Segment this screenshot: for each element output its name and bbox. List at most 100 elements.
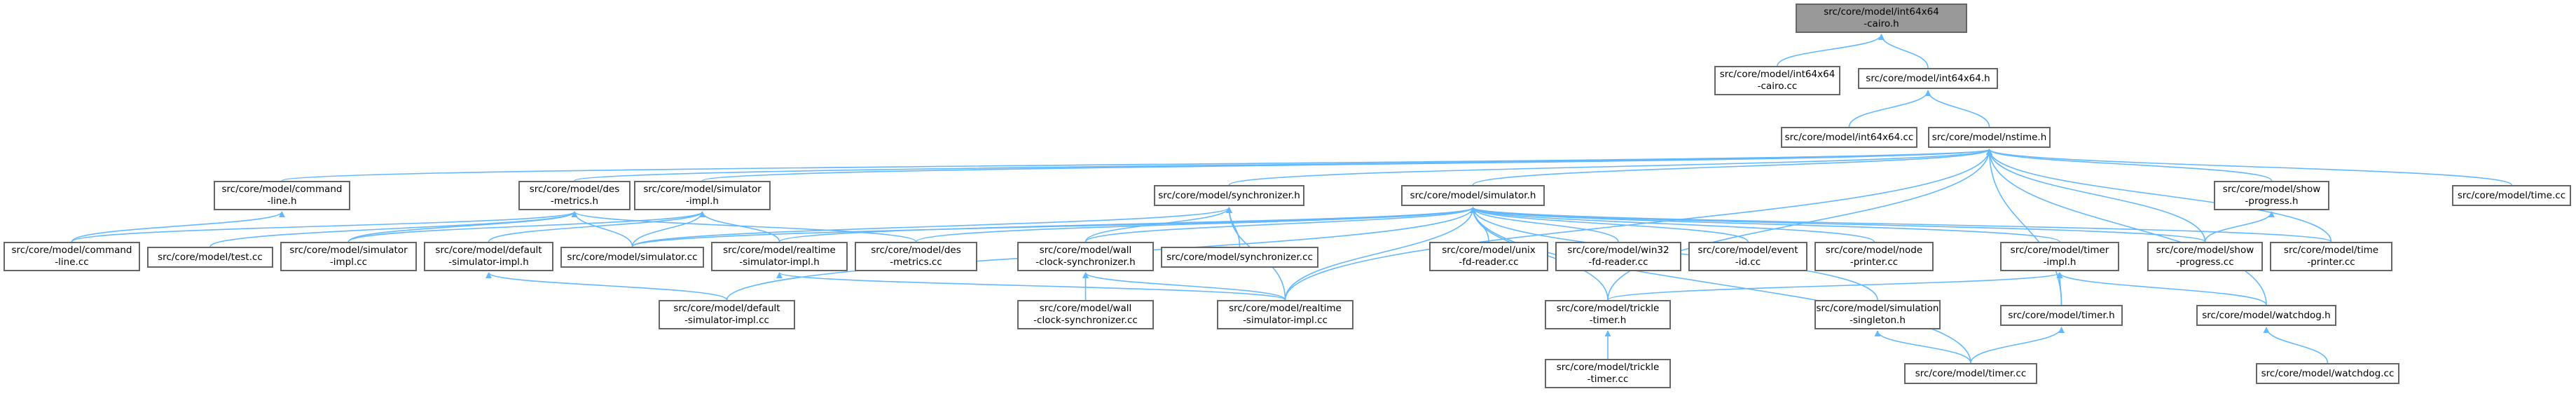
graph-node[interactable]: src/core/model/simulator-impl.h xyxy=(634,181,771,210)
node-label: src/core/model/simulator.h xyxy=(1410,189,1536,201)
node-label: src/core/model/trickle xyxy=(1556,303,1660,314)
graph-edge xyxy=(1472,149,1992,186)
graph-node[interactable]: src/core/model/wall-clock-synchronizer.h xyxy=(1017,242,1154,271)
node-label: src/core/model/show xyxy=(2222,184,2321,195)
graph-edge xyxy=(1470,207,1619,243)
graph-node[interactable]: src/core/model/timer.h xyxy=(2000,305,2123,326)
graph-edge xyxy=(631,207,1232,247)
graph-node[interactable]: src/core/model/unix-fd-reader.cc xyxy=(1429,242,1548,271)
node-label: -impl.h xyxy=(686,196,719,207)
graph-node[interactable]: src/core/model/des-metrics.h xyxy=(518,181,631,210)
graph-node[interactable]: src/core/model/simulator-impl.cc xyxy=(280,242,417,271)
node-label: src/core/model/wall xyxy=(1039,245,1132,256)
graph-node[interactable]: src/core/model/event-id.cc xyxy=(1688,242,1807,271)
graph-node[interactable]: src/core/model/watchdog.h xyxy=(2196,305,2336,326)
graph-node[interactable]: src/core/model/trickle-timer.cc xyxy=(1545,359,1671,388)
node-label: src/core/model/node xyxy=(1825,245,1923,256)
graph-node[interactable]: src/core/model/default-simulator-impl.h xyxy=(424,242,553,271)
graph-edge xyxy=(1470,207,2206,243)
graph-node[interactable]: src/core/model/realtime-simulator-impl.h xyxy=(711,242,848,271)
graph-node[interactable]: src/core/model/int64x64.h xyxy=(1858,68,1998,89)
node-label: src/core/model/realtime xyxy=(723,245,836,256)
node-label: src/core/model/show xyxy=(2156,245,2254,256)
graph-edge xyxy=(1084,207,1476,243)
node-label: src/core/model/unix xyxy=(1442,245,1536,256)
node-label: src/core/model/realtime xyxy=(1229,303,1342,314)
graph-edge xyxy=(1986,149,2267,306)
graph-edge xyxy=(1284,149,1992,301)
node-label: -clock-synchronizer.h xyxy=(1035,257,1136,268)
node-label: src/core/model/time.cc xyxy=(2457,189,2566,201)
graph-edge xyxy=(1470,207,1875,243)
graph-edge xyxy=(1228,149,1992,186)
node-label: -singleton.h xyxy=(1850,315,1906,326)
graph-edge xyxy=(1607,272,2063,301)
graph-node[interactable]: src/core/model/int64x64-cairo.cc xyxy=(1714,66,1840,95)
node-label: -progress.h xyxy=(2245,196,2299,207)
graph-node[interactable]: src/core/model/trickle-timer.h xyxy=(1545,300,1671,329)
graph-edge xyxy=(776,272,1286,301)
node-label: -id.cc xyxy=(1735,257,1761,268)
graph-node[interactable]: src/core/model/watchdog.cc xyxy=(2256,363,2399,384)
node-label: src/core/model/timer xyxy=(2010,245,2109,256)
graph-node[interactable]: src/core/model/show-progress.h xyxy=(2214,181,2329,210)
node-label: src/core/model/int64x64.cc xyxy=(1784,131,1914,143)
node-label: -simulator-impl.h xyxy=(739,257,820,268)
graph-edge xyxy=(347,211,705,243)
graph-node[interactable]: src/core/model/timer-impl.h xyxy=(2000,242,2119,271)
graph-node[interactable]: src/core/model/wall-clock-synchronizer.c… xyxy=(1017,300,1154,329)
node-label: src/core/model/wall xyxy=(1039,303,1132,314)
graph-node[interactable]: src/core/model/node-printer.cc xyxy=(1814,242,1934,271)
graph-node[interactable]: src/core/model/des-metrics.cc xyxy=(855,242,977,271)
graph-edge xyxy=(1284,207,1476,301)
graph-edge xyxy=(2263,327,2329,364)
graph-edge xyxy=(1874,330,1971,364)
node-label: src/core/model/default xyxy=(435,245,542,256)
graph-node[interactable]: src/core/model/simulation-singleton.h xyxy=(1814,300,1941,329)
node-label: -cairo.cc xyxy=(1757,81,1798,92)
node-label: -impl.cc xyxy=(329,257,368,268)
node-label: src/core/model/des xyxy=(871,245,961,256)
graph-node[interactable]: src/core/model/nstime.h xyxy=(1928,127,2051,148)
node-label: -line.cc xyxy=(55,257,89,268)
graph-edge xyxy=(1986,149,2512,186)
graph-edge xyxy=(1470,207,1971,364)
node-label: -printer.cc xyxy=(1850,257,1899,268)
graph-edge xyxy=(1470,207,2060,243)
graph-node[interactable]: src/core/model/command-line.cc xyxy=(4,242,140,271)
graph-node[interactable]: src/core/model/default-simulator-impl.cc xyxy=(659,300,795,329)
graph-node[interactable]: src/core/model/show-progress.cc xyxy=(2147,242,2263,271)
graph-node[interactable]: src/core/model/timer.cc xyxy=(1904,363,2037,384)
graph-node[interactable]: src/core/model/simulator.cc xyxy=(560,247,704,268)
node-label: src/core/model/timer.h xyxy=(2008,309,2115,321)
graph-edge xyxy=(71,211,285,243)
node-label: -simulator-impl.cc xyxy=(1243,315,1328,326)
node-label: src/core/model/int64x64.h xyxy=(1866,72,1990,84)
node-label: src/core/model/synchronizer.cc xyxy=(1166,251,1313,263)
node-label: -line.h xyxy=(267,196,297,207)
node-label: src/core/model/command xyxy=(221,184,343,195)
graph-node[interactable]: src/core/model/synchronizer.cc xyxy=(1161,247,1318,268)
graph-node[interactable]: src/core/model/time.cc xyxy=(2452,185,2571,206)
node-label: src/core/model/int64x64 xyxy=(1719,69,1835,80)
node-label: src/core/model/nstime.h xyxy=(1931,131,2047,143)
graph-node[interactable]: src/core/model/simulator.h xyxy=(1401,185,1545,206)
graph-node[interactable]: src/core/model/realtime-simulator-impl.c… xyxy=(1217,300,1354,329)
node-label: src/core/model/synchronizer.h xyxy=(1158,189,1300,201)
graph-node[interactable]: src/core/model/command-line.h xyxy=(214,181,350,210)
node-label: src/core/model/command xyxy=(11,245,132,256)
graph-edge xyxy=(1777,34,1885,67)
graph-edge xyxy=(701,149,1992,182)
node-label: src/core/model/test.cc xyxy=(158,251,263,263)
graph-node[interactable]: src/core/model/test.cc xyxy=(147,247,273,268)
graph-node[interactable]: src/core/model/win32-fd-reader.cc xyxy=(1555,242,1681,271)
graph-edge xyxy=(281,149,1992,182)
node-label: src/core/model/default xyxy=(673,303,780,314)
graph-node[interactable]: src/core/model/int64x64.cc xyxy=(1781,127,1917,148)
graph-node[interactable]: src/core/model/synchronizer.h xyxy=(1154,185,1304,206)
node-label: -simulator-impl.cc xyxy=(684,315,769,326)
graph-node[interactable]: src/core/model/int64x64-cairo.h xyxy=(1796,4,1967,33)
graph-node[interactable]: src/core/model/time-printer.cc xyxy=(2270,242,2392,271)
